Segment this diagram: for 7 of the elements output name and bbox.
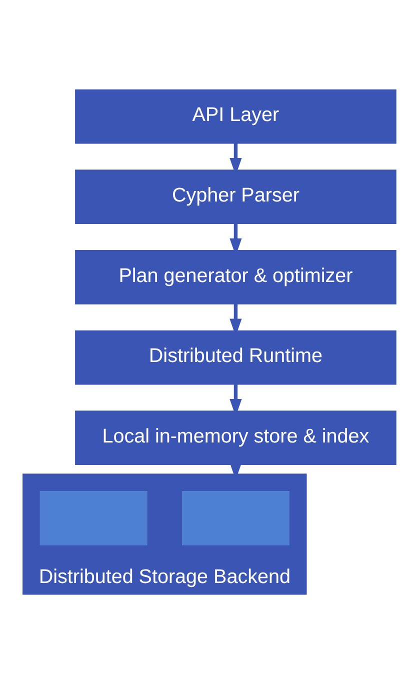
cluster: Distributed Storage Backend bbox=[22, 474, 307, 595]
node-box: API Layer bbox=[75, 89, 396, 144]
node-box bbox=[40, 490, 148, 546]
node-box: Cypher Parser bbox=[75, 170, 396, 224]
node-box bbox=[182, 490, 290, 546]
node-box: Distributed Runtime bbox=[75, 330, 396, 385]
node-box: Plan generator & optimizer bbox=[75, 250, 396, 304]
